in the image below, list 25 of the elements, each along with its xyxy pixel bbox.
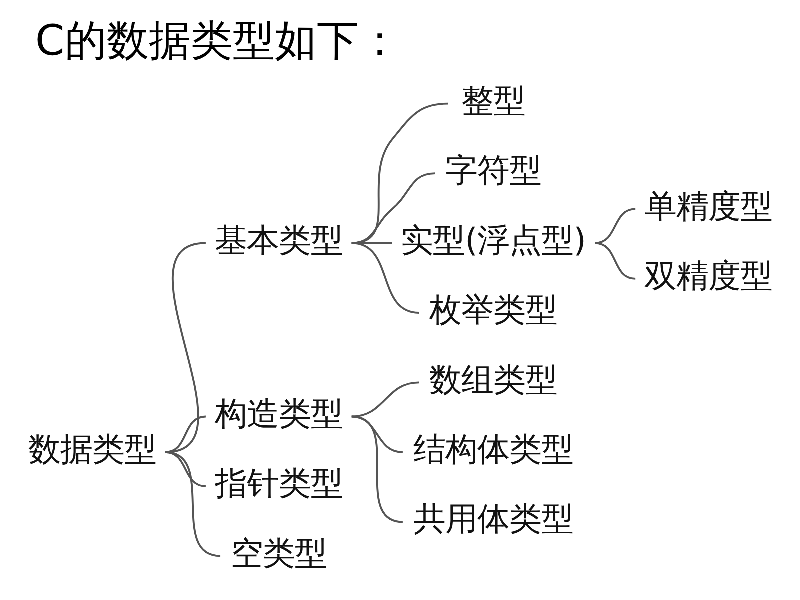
connector [594,242,636,280]
connector [351,172,435,244]
node-text: 结构体类型 [413,430,574,469]
node-text: 构造类型 [214,394,342,433]
node-text: 单精度型 [644,187,772,226]
node-text: 整型 [461,82,526,120]
connector [164,242,206,454]
connector [164,416,206,454]
connector [594,208,636,244]
node-text: 基本类型 [214,221,342,260]
connector [351,382,419,418]
node-text: 实型(浮点型) [400,221,586,260]
node-text: 空类型 [230,534,326,572]
connector [351,416,403,524]
connector [351,242,419,314]
connector [164,451,220,558]
node-text: 枚举类型 [429,291,558,330]
node-text: 指针类型 [214,464,342,503]
node-text: 共用体类型 [413,500,574,538]
node-text: 字符型 [445,152,542,190]
node-text: 数组类型 [429,360,558,399]
node-text: 数据类型 [28,430,156,469]
connector [351,102,448,244]
diagram-title: C的数据类型如下： [34,16,400,65]
node-text: 双精度型 [644,257,772,296]
